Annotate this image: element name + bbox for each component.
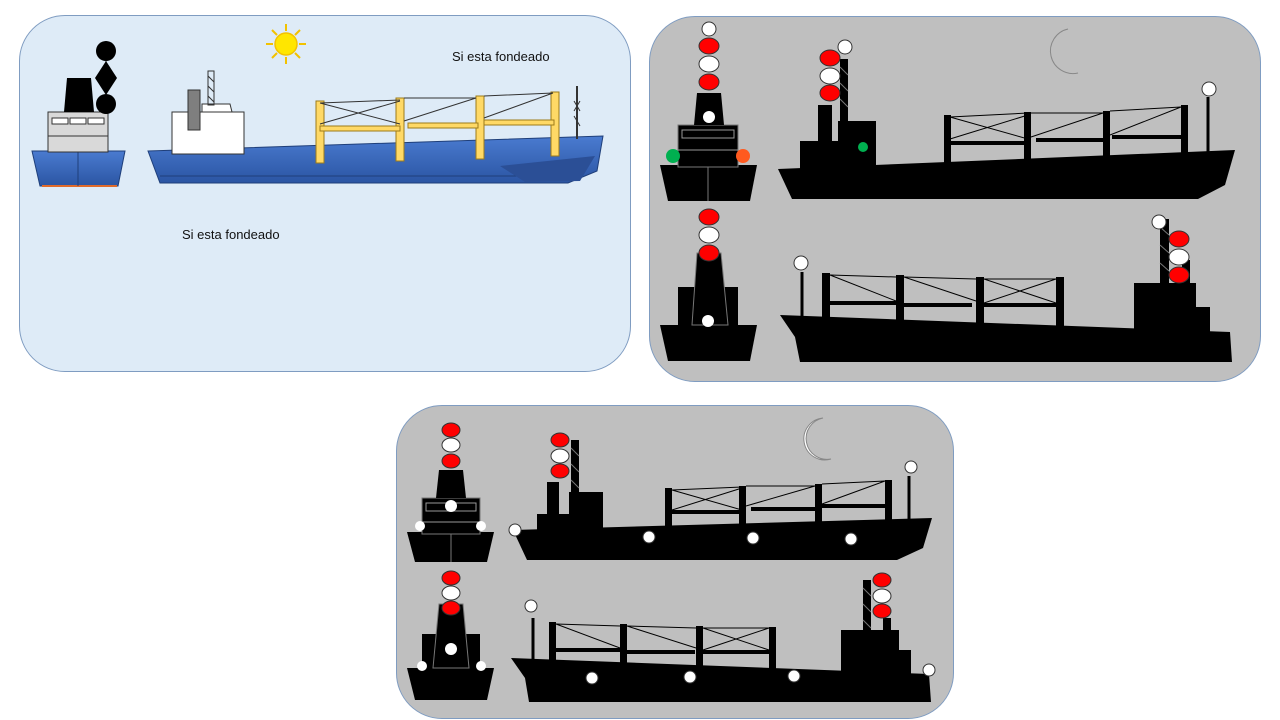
rear-view-ship-silhouette-bottom [660,252,757,361]
mast-lights-red-white-red-rear [698,208,720,262]
day-scene [31,24,604,187]
cargo-ship-silhouette-bottom [780,219,1232,362]
mast-lights-profile-anchored-bottom [872,572,892,619]
crescent-moon-icon [1049,28,1079,75]
night-scene-2 [407,417,936,702]
rear-view-ship-anchored-bottom [407,603,494,700]
cargo-ship-anchored-top [508,440,932,560]
night-lights-panel-anchored [396,405,954,719]
mast-lights-front-anchored [441,422,461,469]
night-scene-1 [660,21,1235,362]
anchored-label-bottom: Si esta fondeado [182,227,280,242]
front-view-ship-top [31,78,126,187]
crescent-moon-icon [803,417,832,461]
day-signals-panel: Si esta fondeado Si esta fondeado [19,15,631,372]
mast-lights-red-white-red-profile [819,39,853,102]
ball-diamond-ball-shapes-top [95,41,117,114]
mast-lights-rear-anchored [441,570,461,616]
cargo-ship-silhouette-top [778,59,1235,199]
cargo-ship-profile-top [147,70,604,184]
mast-lights-red-white-red-front [698,21,720,91]
night-lights-panel-underway [649,16,1261,382]
mast-lights-profile-anchored-top [550,432,570,479]
sun-icon [266,24,306,64]
front-view-ship-silhouette-top [660,93,757,201]
cargo-ship-anchored-bottom [511,580,936,702]
anchored-label-top: Si esta fondeado [452,49,550,64]
mast-lights-red-white-red-profile-bottom [1151,214,1190,284]
front-view-ship-anchored-top [407,470,494,562]
